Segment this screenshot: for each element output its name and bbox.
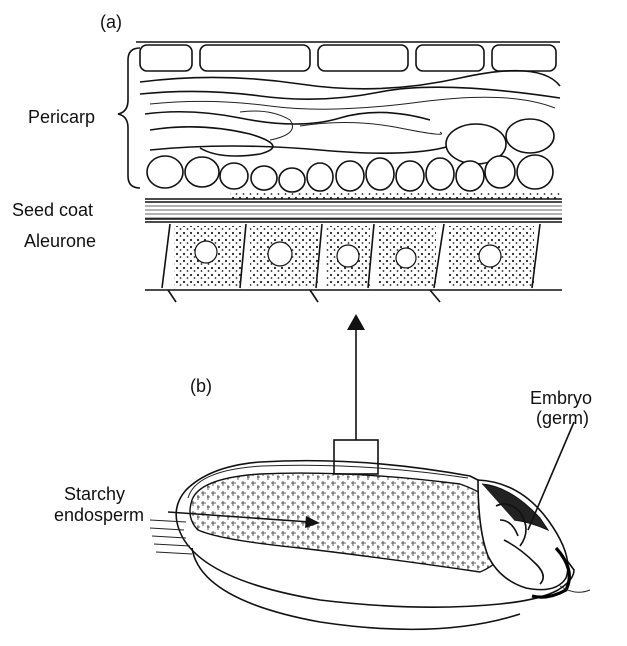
- aleurone-label: Aleurone: [24, 231, 96, 251]
- embryo-label: Embryo: [530, 388, 592, 408]
- pericarp-brace: [118, 48, 140, 188]
- magnification-arrow: [334, 314, 378, 474]
- germ-label: (germ): [536, 408, 589, 428]
- pericarp-cross-cells: [147, 155, 553, 192]
- panel-a-label: (a): [100, 12, 122, 32]
- seed-coat-label: Seed coat: [12, 200, 93, 220]
- wheat-grain-longitudinal-section: [150, 461, 590, 630]
- pericarp-outer-cells: [136, 42, 560, 71]
- aleurone-cells: [145, 222, 562, 302]
- pericarp-label: Pericarp: [28, 107, 95, 127]
- panel-b-label: (b): [190, 376, 212, 396]
- starchy-label: Starchy: [64, 484, 125, 504]
- endosperm-label: endosperm: [54, 505, 144, 525]
- cell-section-diagram: [136, 42, 562, 302]
- seed-coat-layers: [145, 193, 562, 219]
- embryo-leader-line: [528, 422, 574, 530]
